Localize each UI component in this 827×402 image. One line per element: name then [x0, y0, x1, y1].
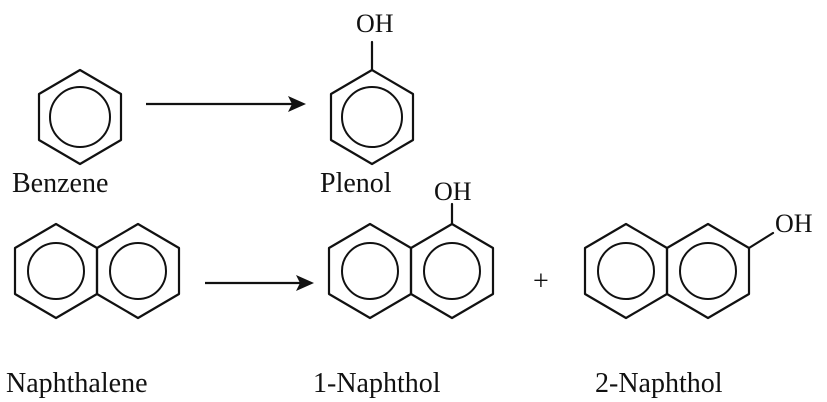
2-naphthol-oh-label: OH — [775, 209, 813, 238]
benzene-label: Benzene — [12, 168, 108, 199]
naphthalene-structure — [13, 222, 181, 320]
phenol-structure — [329, 40, 415, 166]
2-naphthol-structure — [583, 222, 775, 320]
naphthalene-label: Naphthalene — [6, 368, 148, 399]
benzene-structure — [37, 68, 123, 166]
phenol-label: Plenol — [320, 168, 392, 199]
reaction-arrow-2 — [205, 275, 314, 291]
reaction-arrow-1 — [146, 96, 306, 112]
2-naphthol-label: 2-Naphthol — [595, 368, 723, 399]
phenol-oh-label: OH — [356, 9, 394, 38]
1-naphthol-oh-label: OH — [434, 177, 472, 206]
1-naphthol-structure — [327, 202, 495, 320]
1-naphthol-label: 1-Naphthol — [313, 368, 441, 399]
plus-sign: + — [533, 266, 549, 297]
